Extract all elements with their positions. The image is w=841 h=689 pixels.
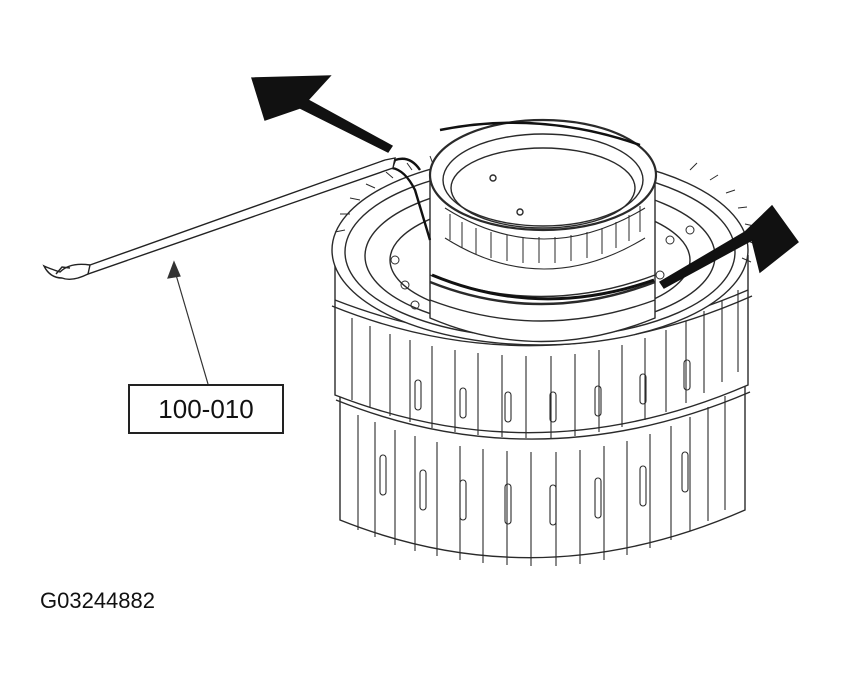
tool-label-box: 100-010 [128, 384, 284, 434]
tool-label: 100-010 [158, 393, 254, 424]
hook-tool [42, 157, 396, 281]
pointer-arrow-upper [251, 75, 394, 153]
figure-id: G03244882 [40, 588, 155, 613]
splined-hub [428, 118, 658, 343]
pointer-arrow-right [659, 204, 799, 289]
leader-line [167, 260, 209, 385]
